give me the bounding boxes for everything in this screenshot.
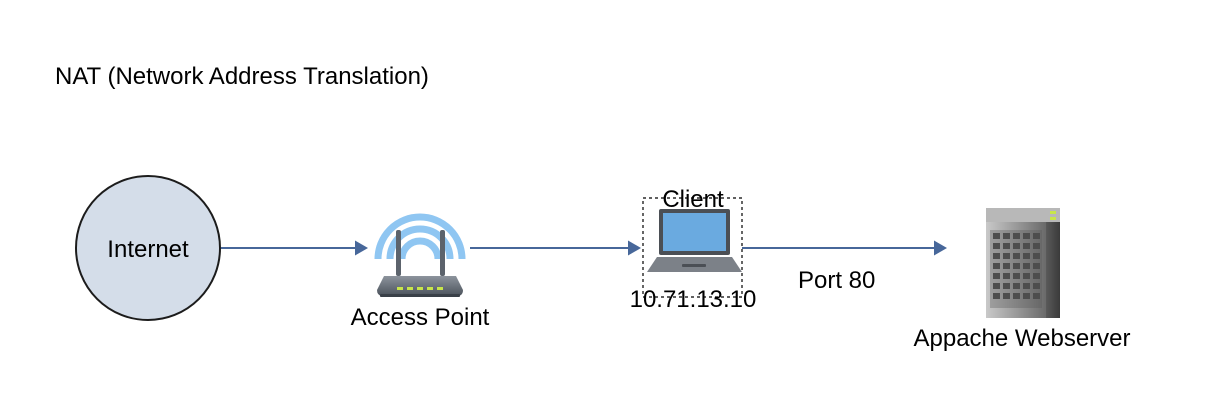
arrowhead-icon <box>628 240 641 256</box>
edge-internet-to-access-point <box>221 240 368 256</box>
wifi-router-icon <box>374 213 466 297</box>
access-point-label: Access Point <box>351 304 490 331</box>
internet-circle <box>75 175 221 321</box>
client-ip-label: 10.71.13.10 <box>630 286 757 313</box>
edge-client-to-webserver <box>742 240 947 256</box>
client-label: Client <box>662 186 724 213</box>
server-icon <box>986 208 1060 318</box>
laptop-icon <box>647 209 742 272</box>
webserver-label: Appache Webserver <box>913 325 1130 352</box>
edge-label-port-80: Port 80 <box>798 267 875 294</box>
arrowhead-icon <box>355 240 368 256</box>
diagram-title: NAT (Network Address Translation) <box>55 63 429 90</box>
webserver-node[interactable]: Appache Webserver <box>913 208 1131 352</box>
arrowhead-icon <box>934 240 947 256</box>
internet-label: Internet <box>107 236 189 263</box>
client-selection-box <box>642 197 743 298</box>
client-node[interactable]: Client 10.71.13.10 <box>630 186 757 313</box>
edge-access-point-to-client <box>470 240 641 256</box>
access-point-node[interactable]: Access Point <box>351 213 490 331</box>
internet-node[interactable]: Internet <box>75 175 221 321</box>
